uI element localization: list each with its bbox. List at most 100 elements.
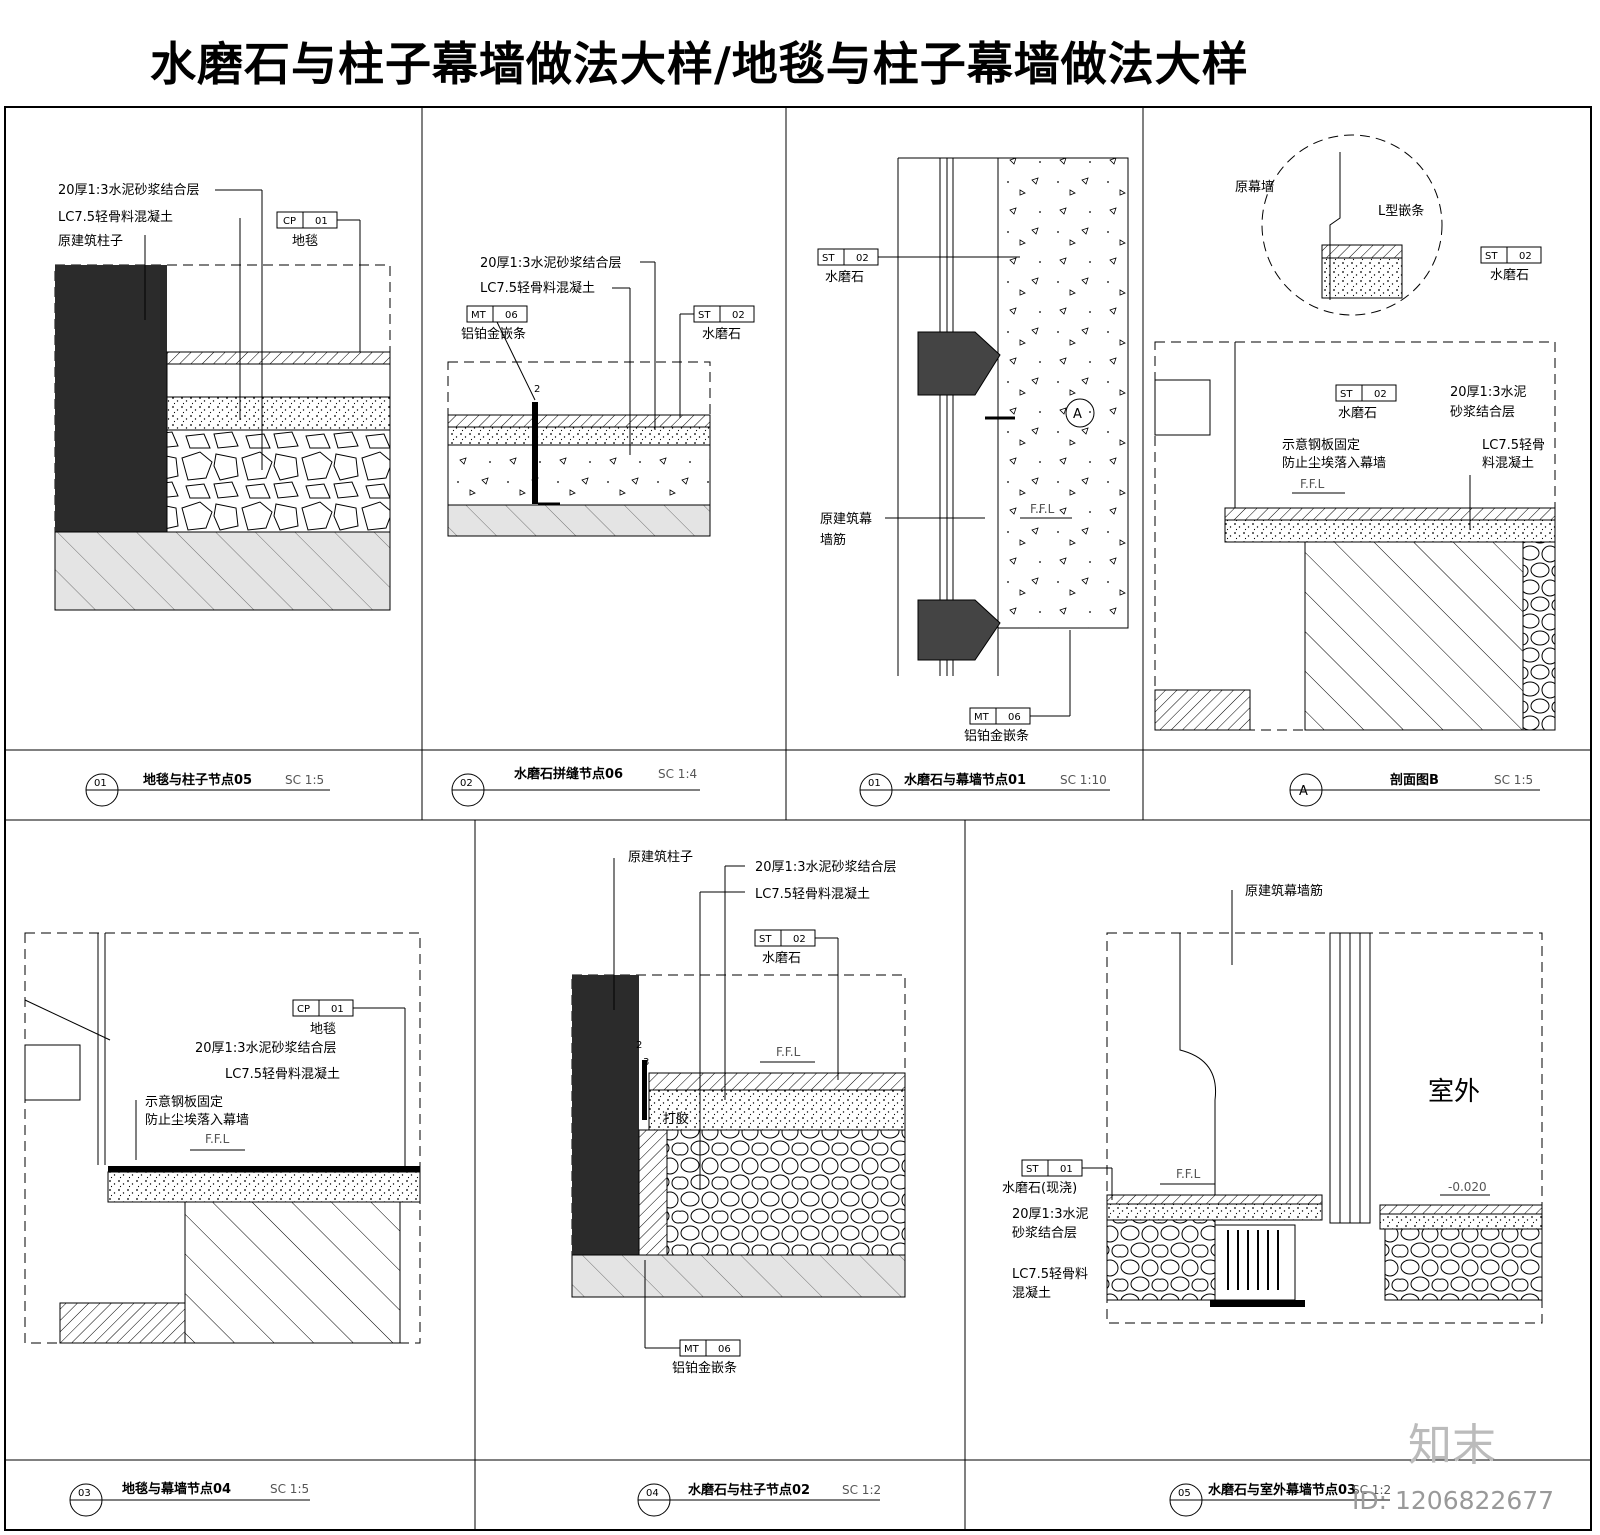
tag1-code: ST [822, 253, 835, 264]
tag1-name: 水磨石 [825, 270, 864, 285]
label-wall-2: 墙筋 [820, 532, 846, 548]
tag-name: 水磨石(现浇) [1002, 1181, 1077, 1196]
tag-no: 01 [1060, 1164, 1073, 1175]
ffl-label: F.F.L [1176, 1167, 1201, 1181]
label-wall: 原建筑幕 [820, 511, 872, 527]
caption: 水磨石与室外幕墙节点03 [1208, 1482, 1356, 1498]
panel-terrazzo-outdoor-03: 室外 -0.020 F.F.L 原建筑幕墙筋 ST 01 水磨石(现浇) 20厚… [1002, 883, 1543, 1517]
label-column: 原建筑柱子 [628, 849, 693, 865]
tag2-name: 水磨石 [1338, 406, 1377, 421]
tag1-no: 02 [793, 934, 806, 945]
label-concrete: LC7.5轻骨 [1482, 438, 1545, 453]
label-curtainwall: 原幕墙 [1235, 180, 1274, 195]
tag1-name: 铝铂金嵌条 [461, 326, 526, 342]
panel-grid [4, 106, 1592, 1531]
level-label: -0.020 [1448, 1180, 1487, 1194]
scale: SC 1:2 [842, 1483, 881, 1497]
ffl-label: F.F.L [1030, 502, 1055, 516]
tag1-no: 02 [856, 253, 869, 264]
panel-section-b: 原幕墙 L型嵌条 ST 02 水磨石 F.F.L ST 02 水磨石 20厚1:… [1154, 134, 1556, 807]
watermark-id: ID: 1206822677 [1352, 1486, 1554, 1515]
panel-carpet-column-05: 20厚1:3水泥砂浆结合层 LC7.5轻骨料混凝土 原建筑柱子 CP 01 地毯… [54, 183, 391, 807]
panel-terrazzo-column-02: 2 3 F.F.L 原建筑柱子 20厚1:3水泥砂浆结合层 LC7.5轻骨料混凝… [571, 849, 906, 1517]
label-concrete-2: 混凝土 [1012, 1285, 1051, 1301]
dim-b: 3 [643, 1057, 649, 1068]
tag-name: 地毯 [310, 1022, 336, 1037]
label-mortar: 20厚1:3水泥砂浆结合层 [755, 860, 896, 875]
tag-code: CP [283, 216, 296, 227]
label-mortar: 20厚1:3水泥砂浆结合层 [195, 1041, 336, 1056]
tag1-code: ST [759, 934, 772, 945]
dimension: 2 [534, 384, 540, 395]
metal-strip [532, 402, 538, 504]
tag2-no: 06 [1008, 712, 1021, 723]
caption: 水磨石与幕墙节点01 [904, 772, 1026, 788]
tag-no: 01 [315, 216, 328, 227]
tag-code: CP [297, 1004, 310, 1015]
outdoor-label: 室外 [1428, 1077, 1480, 1107]
detail-number: 01 [868, 778, 881, 789]
label-mortar-2: 砂浆结合层 [1012, 1226, 1077, 1241]
label-concrete-2: 料混凝土 [1482, 455, 1534, 471]
page-title: 水磨石与柱子幕墙做法大样/地毯与柱子幕墙做法大样 [150, 37, 1249, 91]
ffl-label: F.F.L [1300, 477, 1325, 491]
label-curtainwall: 原建筑幕墙筋 [1245, 883, 1323, 899]
detail-number: 03 [78, 1488, 91, 1499]
ffl-label: F.F.L [776, 1045, 801, 1059]
tag2-no: 02 [1374, 389, 1387, 400]
tag1-name: 水磨石 [762, 951, 801, 966]
tag1-name: 水磨石 [1490, 268, 1529, 283]
column-block [55, 265, 167, 532]
mullion-top [917, 331, 1001, 396]
label-mortar: 20厚1:3水泥 [1012, 1207, 1088, 1222]
label-mortar: 20厚1:3水泥砂浆结合层 [480, 256, 621, 271]
column-block [572, 975, 639, 1255]
panel-carpet-curtainwall-04: F.F.L CP 01 地毯 20厚1:3水泥砂浆结合层 LC7.5轻骨料混凝土… [24, 932, 421, 1517]
tag2-name: 铝铂金嵌条 [672, 1360, 737, 1376]
detail-number: 04 [646, 1488, 659, 1499]
tag2-code: ST [698, 310, 711, 321]
tag2-no: 02 [732, 310, 745, 321]
label-steel-2: 防止尘埃落入幕墙 [145, 1112, 249, 1128]
label-concrete: LC7.5轻骨料混凝土 [225, 1066, 340, 1082]
drawing-frame [4, 106, 1592, 1531]
label-concrete: LC7.5轻骨料混凝土 [58, 209, 173, 225]
tag2-no: 06 [718, 1344, 731, 1355]
tag2-code: MT [684, 1344, 700, 1355]
caption: 地毯与柱子节点05 [143, 772, 252, 788]
caption: 地毯与幕墙节点04 [122, 1481, 231, 1497]
label-l-strip: L型嵌条 [1378, 203, 1424, 219]
tag1-code: MT [471, 310, 487, 321]
section-marker: A [1073, 407, 1082, 422]
caption: 剖面图B [1390, 772, 1439, 788]
scale: SC 1:2 [1352, 1483, 1391, 1497]
label-column: 原建筑柱子 [58, 233, 123, 249]
tag2-name: 铝铂金嵌条 [964, 728, 1029, 744]
scale: SC 1:5 [270, 1482, 309, 1496]
tag2-code: ST [1340, 389, 1353, 400]
detail-number: 01 [94, 778, 107, 789]
label-concrete: LC7.5轻骨料混凝土 [480, 280, 595, 296]
tag-no: 01 [331, 1004, 344, 1015]
tag2-name: 水磨石 [702, 327, 741, 342]
label-concrete: LC7.5轻骨料 [1012, 1267, 1088, 1282]
caption: 水磨石拼缝节点06 [514, 766, 623, 782]
tag1-no: 06 [505, 310, 518, 321]
panel-terrazzo-joint-06: 2 20厚1:3水泥砂浆结合层 LC7.5轻骨料混凝土 MT 06 铝铂金嵌条 … [447, 256, 755, 807]
label-concrete: LC7.5轻骨料混凝土 [755, 886, 870, 902]
tag1-code: ST [1485, 251, 1498, 262]
scale: SC 1:5 [285, 773, 324, 787]
tag1-no: 02 [1519, 251, 1532, 262]
scale: SC 1:5 [1494, 773, 1533, 787]
dim-a: 2 [636, 1040, 642, 1051]
label-steel-2: 防止尘埃落入幕墙 [1282, 455, 1386, 471]
tag-name: 地毯 [292, 234, 318, 249]
detail-number: A [1299, 784, 1308, 799]
caption: 水磨石与柱子节点02 [688, 1482, 810, 1498]
detail-number: 05 [1178, 1488, 1191, 1499]
mullion-bottom [917, 599, 1001, 661]
scale: SC 1:10 [1060, 773, 1107, 787]
label-steel: 示意钢板固定 [145, 1094, 223, 1110]
watermark-logo: 知末 [1408, 1420, 1496, 1471]
